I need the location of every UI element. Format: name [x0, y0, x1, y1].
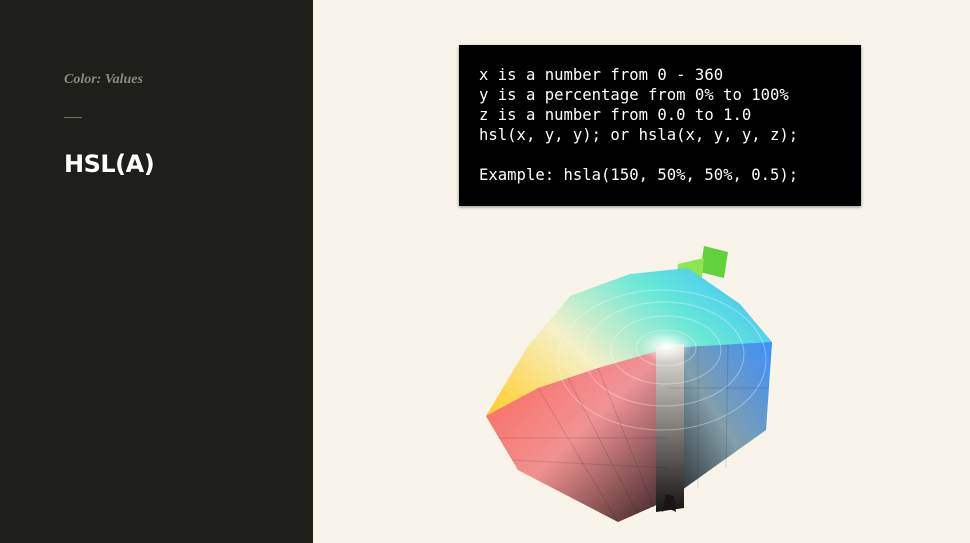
section-eyebrow: Color: Values	[64, 72, 143, 87]
code-line: hsl(x, y, y); or hsla(x, y, y, z);	[479, 126, 799, 144]
code-line: x is a number from 0 - 360	[479, 66, 724, 84]
code-line: Example: hsla(150, 50%, 50%, 0.5);	[479, 166, 799, 184]
sidebar: Color: Values HSL(A)	[0, 0, 313, 543]
slide-title: HSL(A)	[64, 150, 155, 178]
code-line: y is a percentage from 0% to 100%	[479, 86, 789, 104]
code-example-box: x is a number from 0 - 360 y is a percen…	[459, 45, 861, 206]
hsl-color-cube-illustration	[486, 246, 772, 523]
divider	[64, 117, 82, 118]
code-line: z is a number from 0.0 to 1.0	[479, 106, 752, 124]
